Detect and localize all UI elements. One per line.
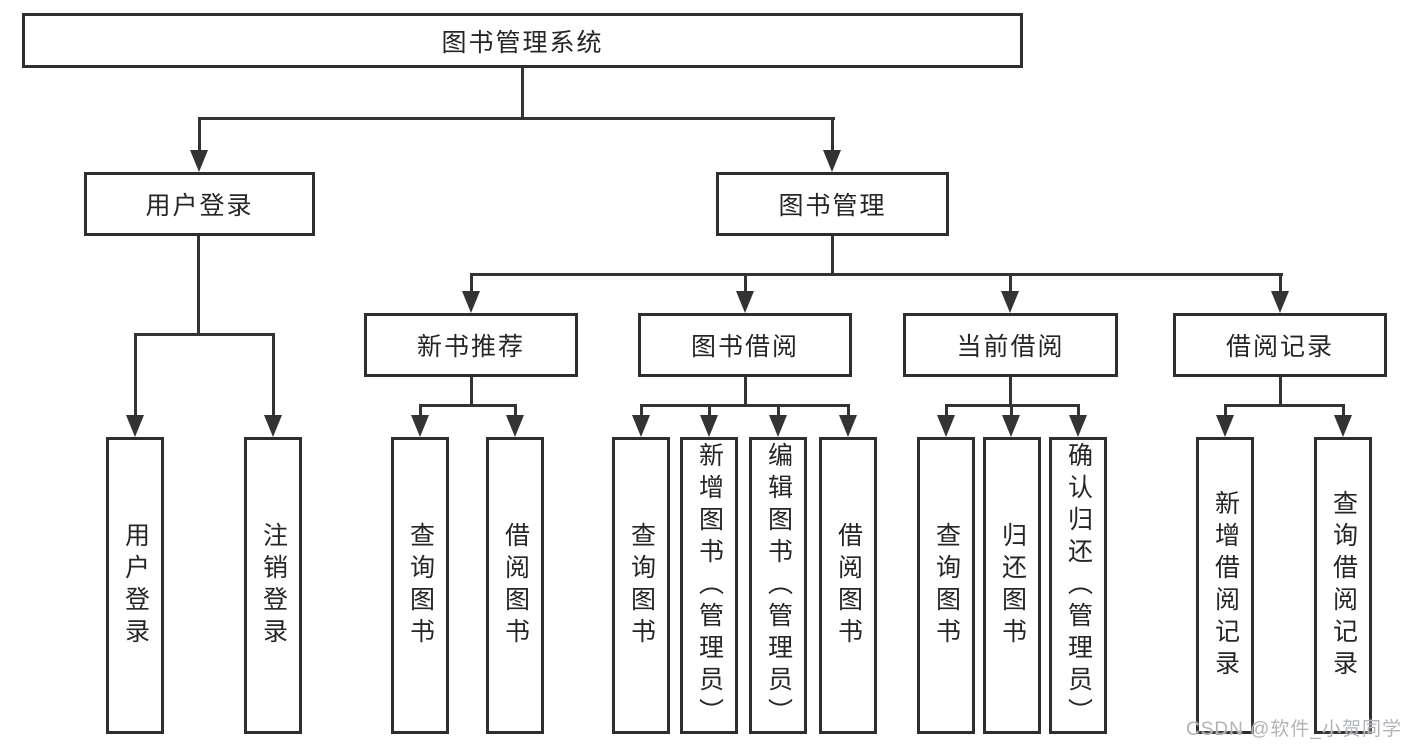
leaf-logout: 注销登录	[244, 437, 302, 734]
connector-arrow-line	[640, 404, 643, 417]
connector-level1-rail	[198, 117, 835, 120]
connector-arrow-book-mgmt-line	[831, 117, 834, 152]
leaf-add-borrow-record: 新增借阅记录	[1196, 437, 1254, 734]
node-label: 注销登录	[259, 521, 288, 650]
arrow-down-icon	[839, 415, 857, 437]
connector-recommend-rail	[419, 404, 517, 407]
node-label: 查询借阅记录	[1329, 489, 1358, 682]
connector-arrow-line	[744, 273, 747, 293]
connector-arrow-line	[847, 404, 850, 417]
node-label: 新增图书（管理员）	[695, 441, 724, 730]
connector-user-login-rail	[134, 333, 275, 336]
connector-arrow-line	[470, 273, 473, 293]
leaf-borrow-books: 借阅图书	[819, 437, 877, 734]
leaf-query-books-current: 查询图书	[917, 437, 975, 734]
node-borrowing-records: 借阅记录	[1173, 313, 1387, 377]
leaf-query-books-borrowing: 查询图书	[612, 437, 670, 734]
arrow-down-icon	[1271, 291, 1289, 313]
connector-level2-rail	[470, 273, 1283, 276]
connector-borrowing-stem	[744, 375, 747, 407]
arrow-down-icon	[937, 415, 955, 437]
leaf-query-borrow-record: 查询借阅记录	[1314, 437, 1372, 734]
connector-arrow-line	[1009, 273, 1012, 293]
arrow-down-icon	[506, 415, 524, 437]
node-label: 查询图书	[627, 521, 656, 650]
leaf-borrow-books-recommend: 借阅图书	[486, 437, 544, 734]
node-book-management: 图书管理	[716, 172, 949, 236]
connector-arrow-line	[708, 404, 711, 417]
arrow-down-icon	[264, 415, 282, 437]
node-label: 编辑图书（管理员）	[764, 441, 793, 730]
arrow-down-icon	[1069, 415, 1087, 437]
node-label: 借阅图书	[501, 521, 530, 650]
arrow-down-icon	[411, 415, 429, 437]
node-label: 图书借阅	[690, 333, 799, 361]
connector-records-stem	[1279, 375, 1282, 407]
connector-arrow-line	[514, 404, 517, 417]
leaf-return-books: 归还图书	[983, 437, 1041, 734]
arrow-down-icon	[462, 291, 480, 313]
arrow-down-icon	[823, 150, 841, 172]
connector-arrow-line	[945, 404, 948, 417]
node-user-login: 用户登录	[84, 172, 315, 236]
leaf-user-login: 用户登录	[106, 437, 164, 734]
node-label: 归还图书	[998, 521, 1027, 650]
node-label: 新增借阅记录	[1211, 489, 1240, 682]
node-label: 确认归还（管理员）	[1064, 441, 1093, 730]
leaf-add-books-admin: 新增图书（管理员）	[680, 437, 738, 734]
arrow-down-icon	[700, 415, 718, 437]
connector-arrow-user-login-line	[198, 117, 201, 152]
node-label: 借阅图书	[834, 521, 863, 650]
connector-arrow-line	[777, 404, 780, 417]
arrow-down-icon	[632, 415, 650, 437]
arrow-down-icon	[736, 291, 754, 313]
leaf-confirm-return-admin: 确认归还（管理员）	[1049, 437, 1107, 734]
node-label: 当前借阅	[956, 333, 1065, 361]
arrow-down-icon	[126, 415, 144, 437]
arrow-down-icon	[1334, 415, 1352, 437]
leaf-edit-books-admin: 编辑图书（管理员）	[749, 437, 807, 734]
arrow-down-icon	[1001, 291, 1019, 313]
arrow-down-icon	[1002, 415, 1020, 437]
connector-arrow-line	[1077, 404, 1080, 417]
csdn-watermark: CSDN @软件_小贺同学	[1186, 719, 1402, 740]
node-label: 借阅记录	[1225, 333, 1334, 361]
node-label: 用户登录	[145, 192, 254, 220]
arrow-down-icon	[1216, 415, 1234, 437]
connector-arrow-line	[1010, 404, 1013, 417]
connector-user-login-stem	[197, 234, 200, 336]
connector-records-rail	[1224, 404, 1344, 407]
connector-arrow-line	[1224, 404, 1227, 417]
connector-arrow-line	[134, 333, 137, 417]
connector-borrowing-rail	[640, 404, 850, 407]
node-label: 新书推荐	[416, 333, 525, 361]
node-label: 图书管理	[778, 192, 887, 220]
node-label: 用户登录	[121, 521, 150, 650]
node-label: 查询图书	[406, 521, 435, 650]
connector-book-mgmt-stem	[831, 234, 834, 276]
connector-arrow-line	[1279, 273, 1282, 293]
node-book-borrowing: 图书借阅	[638, 313, 852, 377]
arrow-down-icon	[769, 415, 787, 437]
connector-root-stem	[521, 68, 524, 120]
leaf-query-books-recommend: 查询图书	[391, 437, 449, 734]
connector-recommend-stem	[470, 375, 473, 407]
connector-arrow-line	[272, 333, 275, 417]
node-label: 图书管理系统	[441, 28, 604, 57]
connector-arrow-line	[419, 404, 422, 417]
arrow-down-icon	[190, 150, 208, 172]
connector-arrow-line	[1342, 404, 1345, 417]
connector-current-stem	[1009, 375, 1012, 407]
node-library-management-system: 图书管理系统	[22, 13, 1023, 68]
node-current-borrowing: 当前借阅	[903, 313, 1118, 377]
node-label: 查询图书	[932, 521, 961, 650]
node-new-book-recommend: 新书推荐	[364, 313, 578, 377]
